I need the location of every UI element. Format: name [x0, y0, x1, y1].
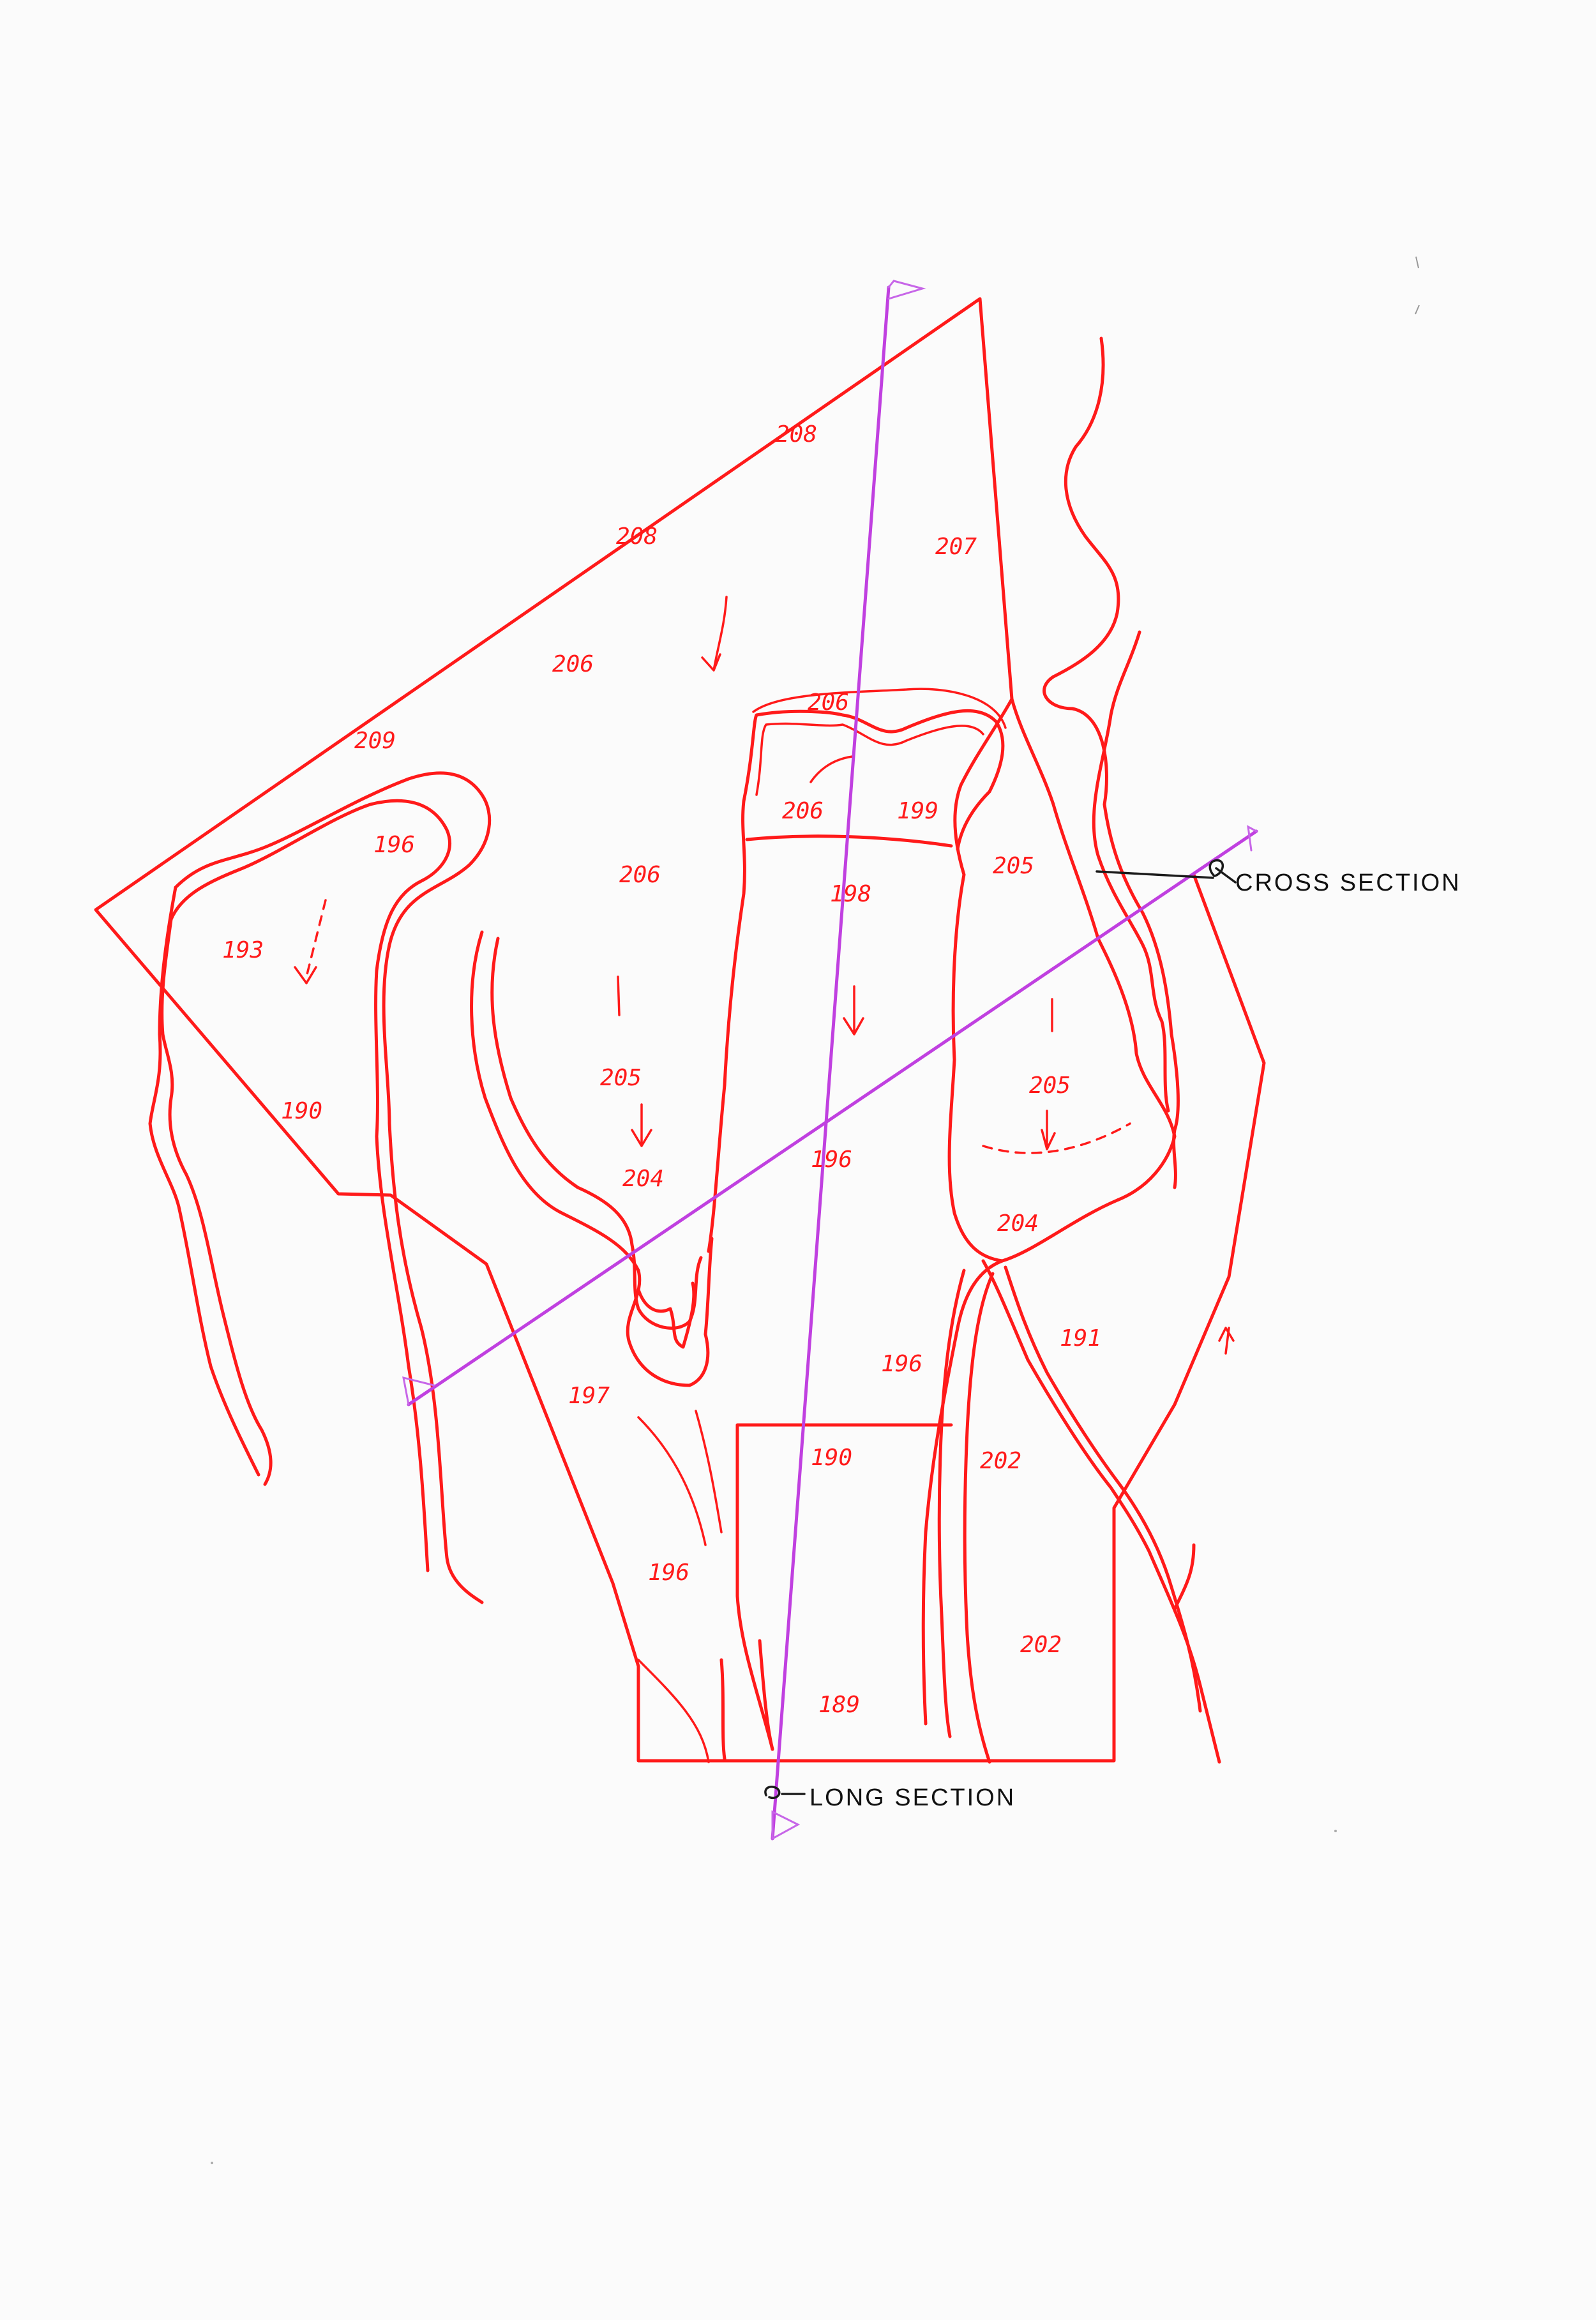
elevation-204: 204: [997, 1210, 1039, 1237]
elevation-205: 205: [993, 853, 1034, 879]
flow-arrow: [1218, 1327, 1235, 1355]
contour-204-loop: [636, 1281, 696, 1349]
contour-198-band: [745, 834, 953, 848]
contour-205-dashed: [982, 1122, 1131, 1154]
contour-190-block: [735, 1423, 953, 1751]
creek-east-outer: [1043, 336, 1180, 1189]
contour-193-outer: [174, 771, 492, 1604]
elevation-206: 206: [552, 651, 594, 677]
elevation-196: 196: [881, 1351, 922, 1377]
elevation-199: 199: [897, 798, 938, 824]
section-flag: [887, 280, 926, 300]
elevation-204: 204: [622, 1166, 664, 1192]
elevation-196: 196: [811, 1147, 852, 1173]
site-boundary: [94, 297, 1266, 1763]
elevation-196: 196: [373, 832, 415, 858]
contour-205-east: [947, 697, 1177, 1263]
elevation-196: 196: [648, 1560, 689, 1586]
long-section-line: [771, 280, 926, 1841]
elevation-202: 202: [1020, 1632, 1062, 1658]
elevation-190: 190: [281, 1098, 322, 1124]
elevation-labels: 208 208 207 206 209 206 206 199 196 206 …: [222, 421, 1101, 1718]
flow-arrow: [1041, 998, 1056, 1150]
elevation-206: 206: [808, 689, 849, 716]
long-section-label: LONG SECTION: [809, 1784, 1016, 1811]
flow-arrow: [305, 899, 327, 978]
elevation-209: 209: [354, 728, 396, 754]
creek-east-inner: [1092, 630, 1170, 1113]
cross-section-leader: [1095, 870, 1214, 879]
cross-section-line: [402, 825, 1258, 1406]
contour-199-block-inner: [752, 688, 1007, 796]
contour-197-dashed: [637, 1410, 723, 1763]
paper-specks: [211, 256, 1420, 2164]
elevation-205: 205: [1029, 1073, 1071, 1099]
flow-arrow: [294, 966, 317, 984]
flow-arrow-group: [294, 596, 1235, 1355]
elevation-197: 197: [568, 1383, 610, 1409]
elevation-208: 208: [616, 524, 658, 550]
contour-204-channel-outer: [470, 930, 714, 1387]
flow-arrow: [701, 596, 728, 672]
creek-east-lower-2: [1004, 1265, 1202, 1713]
contour-193-inner: [169, 799, 451, 1572]
elevation-202: 202: [980, 1448, 1021, 1474]
centerline-symbol: [1208, 859, 1237, 884]
long-section-axis: [771, 285, 891, 1841]
contour-198-west: [707, 799, 746, 1253]
contour-190-west: [160, 917, 273, 1486]
contour-206-hook: [809, 755, 854, 783]
contour-204-base: [921, 1259, 1004, 1764]
elevation-189: 189: [818, 1692, 860, 1718]
section-flag: [771, 1810, 801, 1841]
flow-arrow: [843, 985, 864, 1036]
elevation-198: 198: [830, 881, 871, 907]
elevation-191: 191: [1060, 1325, 1101, 1352]
section-flag: [402, 1376, 435, 1406]
centerline-symbol: [764, 1786, 806, 1799]
elevation-190: 190: [811, 1445, 852, 1471]
cross-section-axis: [407, 829, 1258, 1406]
elevation-206: 206: [619, 862, 661, 888]
contour-204-channel-inner: [490, 937, 703, 1330]
elevation-207: 207: [935, 534, 977, 560]
contour-199-block: [742, 709, 1005, 851]
flow-arrow: [617, 975, 652, 1147]
elevation-193: 193: [222, 937, 264, 963]
contour-190-west-2: [148, 885, 260, 1477]
cross-section-label: CROSS SECTION: [1235, 870, 1461, 896]
elevation-206: 206: [782, 798, 824, 824]
elevation-205: 205: [600, 1065, 642, 1091]
section-flag: [1247, 825, 1258, 852]
elevation-208: 208: [776, 421, 817, 448]
creek-east-lower: [981, 1259, 1221, 1764]
